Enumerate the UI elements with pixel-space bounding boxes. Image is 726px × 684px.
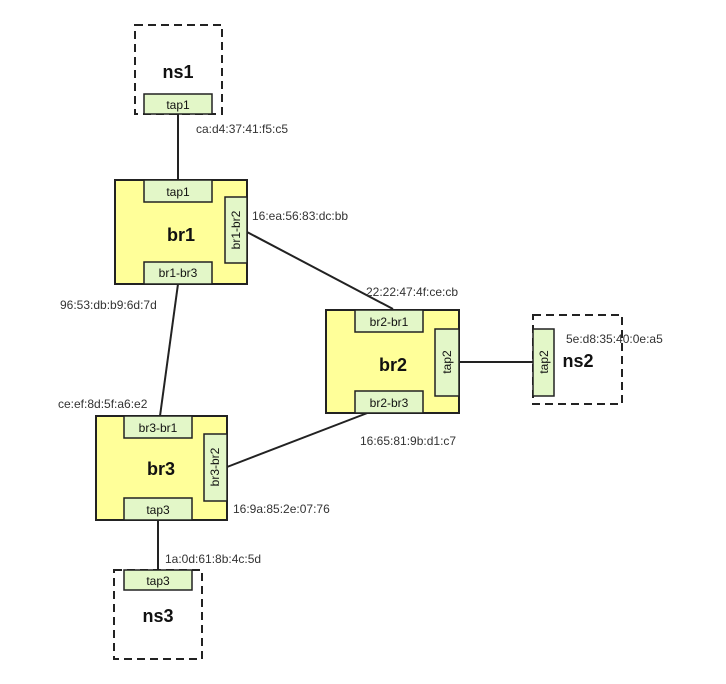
br1-port-br1-br2-box (224, 196, 248, 264)
br1-port-br1-br2-label: br1-br2 (229, 210, 243, 249)
ns1-port-label: tap1 (166, 98, 190, 112)
ns3-port-label: tap3 (146, 574, 170, 588)
br2-port-br2-br1-label: br2-br1 (370, 315, 409, 329)
ns2-title: ns2 (562, 351, 593, 371)
bridge-br1: br1 tap1 br1-br2 br1-br3 (114, 179, 248, 285)
br2-port-br2-br3-box (354, 390, 424, 414)
br1-port-tap1-box (143, 179, 213, 203)
ns2-port-box (532, 328, 555, 397)
br3-title: br3 (147, 459, 175, 479)
br3-port-tap3-label: tap3 (146, 503, 170, 517)
ns3-title: ns3 (142, 606, 173, 626)
br2-port-br2-br3-label: br2-br3 (370, 396, 409, 410)
mac-br2-br3: 16:65:81:9b:d1:c7 (360, 434, 456, 448)
br2-port-tap2-label: tap2 (440, 350, 454, 374)
mac-br1-br3: 96:53:db:b9:6d:7d (60, 298, 157, 312)
br3-port-br3-br2-label: br3-br2 (208, 447, 222, 486)
bridge-br2: br2 br2-br1 tap2 br2-br3 (325, 309, 460, 414)
br3-port-br3-br1-label: br3-br1 (139, 421, 178, 435)
link-br1-br2 (246, 231, 394, 310)
br2-title: br2 (379, 355, 407, 375)
link-br2-br3 (226, 411, 371, 468)
br2-port-tap2-box (434, 328, 460, 397)
br1-port-br1-br3-label: br1-br3 (159, 266, 198, 280)
ns1-title: ns1 (162, 62, 193, 82)
br3-port-br3-br2-box (203, 433, 228, 502)
br3-port-br3-br1-box (123, 415, 193, 439)
namespace-ns1: ns1 tap1 (134, 24, 223, 115)
link-br1-br3 (159, 283, 179, 417)
ns1-port-box (143, 93, 213, 115)
ns2-port-label: tap2 (537, 350, 551, 374)
namespace-ns3: ns3 tap3 (113, 569, 203, 660)
mac-ns2-tap2: 5e:d8:35:40:0e:a5 (566, 332, 663, 346)
mac-br3-br1: ce:ef:8d:5f:a6:e2 (58, 397, 148, 411)
mac-br1-br2: 16:ea:56:83:dc:bb (252, 209, 348, 223)
br3-port-tap3-box (123, 497, 193, 521)
mac-ns1-tap1: ca:d4:37:41:f5:c5 (196, 122, 288, 136)
ns3-port-box (123, 569, 193, 591)
br2-port-br2-br1-box (354, 309, 424, 333)
br1-port-tap1-label: tap1 (166, 185, 190, 199)
mac-br3-br2: 16:9a:85:2e:07:76 (233, 502, 330, 516)
bridge-br3: br3 br3-br1 br3-br2 tap3 (95, 415, 228, 521)
mac-ns3-tap3: 1a:0d:61:8b:4c:5d (165, 552, 261, 566)
br1-port-br1-br3-box (143, 261, 213, 285)
namespace-ns2: ns2 tap2 (532, 314, 623, 405)
mac-br2-br1: 22:22:47:4f:ce:cb (366, 285, 458, 299)
br1-title: br1 (167, 225, 195, 245)
